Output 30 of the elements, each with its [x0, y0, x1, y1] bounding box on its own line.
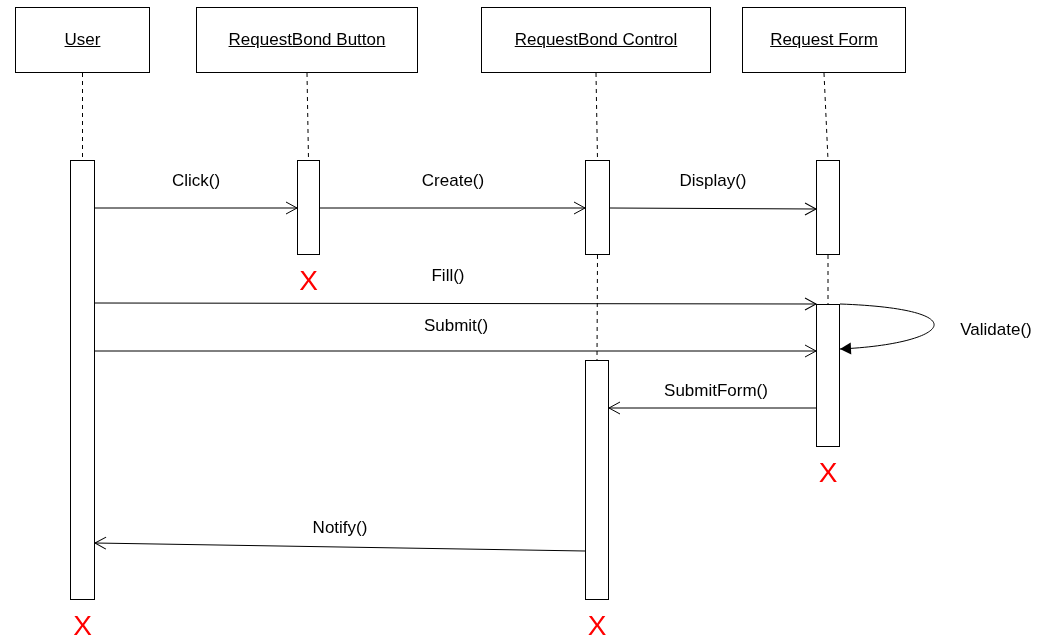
destruction-mark: X — [299, 267, 318, 295]
activation-bar — [297, 160, 320, 255]
activation-bar — [816, 304, 840, 447]
message-arrow — [319, 201, 586, 215]
destruction-mark: X — [73, 612, 92, 640]
message-arrow — [609, 202, 817, 216]
message-label: Create() — [421, 170, 485, 192]
message-label: Fill() — [431, 265, 465, 287]
object-box: RequestBond Control — [481, 7, 711, 73]
activation-bar — [816, 160, 840, 255]
message-arrow — [94, 344, 817, 358]
object-box: Request Form — [742, 7, 906, 73]
message-arrow — [839, 303, 935, 355]
activation-bar — [585, 160, 610, 255]
activation-bar — [585, 360, 609, 600]
message-label: Click() — [171, 170, 221, 192]
message-arrow — [608, 401, 817, 415]
message-label: SubmitForm() — [664, 380, 768, 402]
message-arrow — [94, 201, 298, 215]
destruction-mark: X — [818, 459, 838, 487]
destruction-mark: X — [587, 612, 607, 640]
message-label: Submit() — [423, 315, 489, 337]
activation-bar — [70, 160, 95, 600]
message-arrow — [94, 536, 586, 552]
message-arrow — [94, 297, 817, 311]
message-label: Validate() — [960, 319, 1032, 341]
object-box: RequestBond Button — [196, 7, 418, 73]
message-label: Display() — [679, 170, 747, 192]
message-label: Notify() — [312, 517, 368, 539]
object-box: User — [15, 7, 150, 73]
